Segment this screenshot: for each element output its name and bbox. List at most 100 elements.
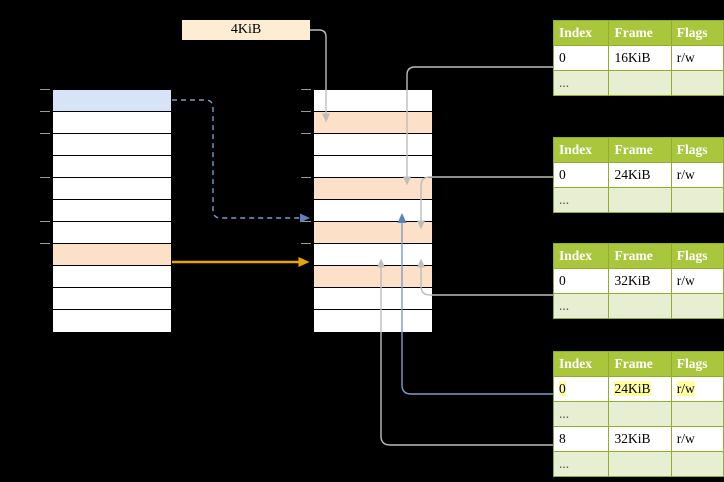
table-cell: ...: [552, 70, 610, 96]
boundary-tick: [40, 221, 50, 222]
memory-cell: [53, 266, 171, 288]
column-header: Frame: [608, 351, 672, 377]
table-cell: [670, 187, 724, 213]
table-row: ...: [552, 293, 724, 319]
size-label-4kib: 4KiB: [182, 20, 310, 40]
table-cell: [608, 401, 672, 427]
memory-cell: [314, 244, 432, 266]
wire-virtual0-to-physical6: [172, 99, 310, 223]
table-cell: r/w: [670, 426, 724, 452]
memory-cell: [314, 90, 432, 112]
column-header: Frame: [608, 243, 672, 269]
memory-cell: [53, 112, 171, 134]
column-header: Frame: [608, 137, 672, 163]
column-header: Index: [552, 243, 610, 269]
column-header: Flags: [670, 351, 724, 377]
column-header: Frame: [608, 20, 672, 46]
virtual-address-column: [52, 89, 172, 332]
table-cell: 24KiB: [608, 376, 672, 402]
boundary-tick: [301, 133, 311, 134]
memory-cell: [314, 178, 432, 200]
memory-cell: [53, 90, 171, 112]
table-cell: 8: [552, 426, 610, 452]
physical-memory-column: [313, 89, 433, 332]
memory-cell: [314, 310, 432, 332]
memory-cell: [53, 222, 171, 244]
column-header: Index: [552, 20, 610, 46]
memory-cell: [314, 222, 432, 244]
table-cell: [670, 70, 724, 96]
table-cell: 0: [552, 162, 610, 188]
table-cell: 0: [552, 376, 610, 402]
table-cell: 24KiB: [608, 162, 672, 188]
memory-cell: [53, 288, 171, 310]
memory-cell: [314, 156, 432, 178]
table-row: ...: [552, 401, 724, 427]
table-cell: r/w: [670, 45, 724, 71]
table-cell: ...: [552, 401, 610, 427]
table-cell: [670, 401, 724, 427]
boundary-tick: [40, 133, 50, 134]
column-header: Index: [552, 137, 610, 163]
table-cell: 16KiB: [608, 45, 672, 71]
table-cell: r/w: [670, 162, 724, 188]
column-header: Flags: [670, 137, 724, 163]
table-cell: [670, 293, 724, 319]
memory-cell: [53, 244, 171, 266]
memory-cell: [53, 156, 171, 178]
table-cell: 32KiB: [608, 268, 672, 294]
memory-cell: [53, 178, 171, 200]
table-cell: r/w: [670, 376, 724, 402]
table-cell: r/w: [670, 268, 724, 294]
boundary-tick: [301, 177, 311, 178]
table-cell: [608, 187, 672, 213]
table-cell: [670, 451, 724, 477]
wire-table2-to-frame: [417, 176, 553, 230]
memory-cell: [53, 134, 171, 156]
table-cell: ...: [552, 293, 610, 319]
table-cell: [608, 293, 672, 319]
table-cell: 0: [552, 45, 610, 71]
boundary-tick: [40, 177, 50, 178]
memory-cell: [314, 288, 432, 310]
table-cell: [608, 451, 672, 477]
memory-cell: [314, 112, 432, 134]
memory-cell: [53, 310, 171, 332]
table-cell: 32KiB: [608, 426, 672, 452]
memory-cell: [53, 200, 171, 222]
memory-cell: [314, 134, 432, 156]
boundary-tick: [40, 243, 50, 244]
boundary-tick: [40, 89, 50, 90]
boundary-tick: [301, 243, 311, 244]
table-cell: ...: [552, 451, 610, 477]
table-row: ...: [552, 451, 724, 477]
table-row: ...: [552, 187, 724, 213]
column-header: Flags: [670, 243, 724, 269]
boundary-tick: [301, 89, 311, 90]
memory-cell: [314, 200, 432, 222]
boundary-tick: [301, 111, 311, 112]
table-cell: [608, 70, 672, 96]
boundary-tick: [301, 221, 311, 222]
wire-table3-to-frame: [417, 258, 553, 296]
column-header: Flags: [670, 20, 724, 46]
table-cell: ...: [552, 187, 610, 213]
table-row: ...: [552, 70, 724, 96]
table-cell: 0: [552, 268, 610, 294]
memory-cell: [314, 266, 432, 288]
boundary-tick: [40, 111, 50, 112]
column-header: Index: [552, 351, 610, 377]
